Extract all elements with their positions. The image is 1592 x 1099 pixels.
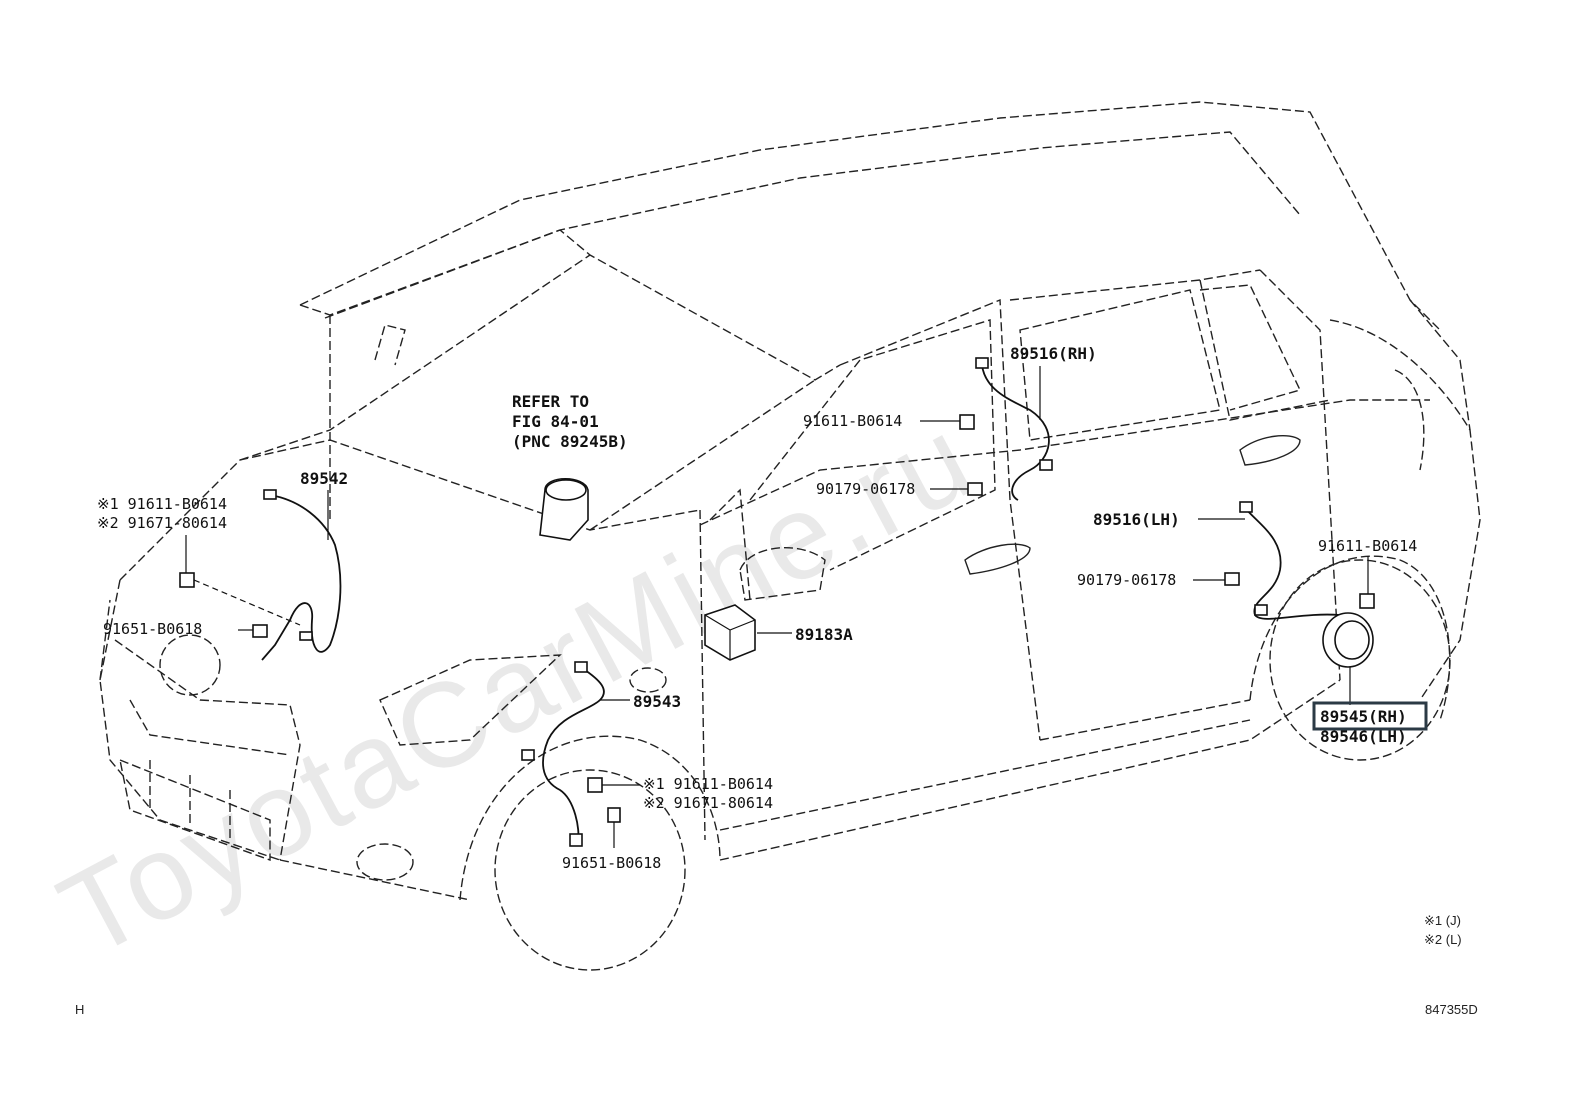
footer-left: H	[75, 1002, 84, 1017]
label-89516lh: 89516(LH)	[1093, 510, 1180, 529]
label-fr-bolt2: ※2 91671-80614	[643, 794, 773, 812]
label-rl-clamp: 90179-06178	[1077, 571, 1176, 589]
label-rr-bolt: 91611-B0614	[803, 412, 902, 430]
clip-rear-left	[1224, 572, 1375, 609]
clip-rear-right	[959, 414, 983, 496]
refer-line-1: REFER TO	[512, 392, 589, 411]
labels: REFER TO FIG 84-01 (PNC 89245B) 89542 ※1…	[75, 344, 1478, 1017]
sensor-wire-89516-rh	[975, 357, 1053, 501]
note-2: ※2 (L)	[1424, 932, 1462, 947]
sensor-wire-89542	[261, 489, 342, 661]
watermark: ToyotaCarMine.ru	[39, 390, 995, 983]
label-fl-bolt1: ※1 91611-B0614	[97, 495, 227, 513]
steering-angle-sensor	[539, 478, 589, 541]
sensor-rotor	[1322, 612, 1374, 668]
highlight-box	[1312, 701, 1428, 731]
label-fr-bolt1: ※1 91611-B0614	[643, 775, 773, 793]
label-rr-clamp: 90179-06178	[816, 480, 915, 498]
label-89546lh: 89546(LH)	[1320, 727, 1407, 746]
label-89545rh: 89545(RH)	[1320, 707, 1407, 726]
refer-line-2: FIG 84-01	[512, 412, 599, 431]
label-fl-bolt2: ※2 91671-80614	[97, 514, 227, 532]
label-fr-bolt3: 91651-B0618	[562, 854, 661, 872]
car-outline	[99, 101, 1481, 971]
label-89516rh: 89516(RH)	[1010, 344, 1097, 363]
note-1: ※1 (J)	[1424, 913, 1461, 928]
bolt-front-left	[179, 572, 268, 638]
footer-code: 847355D	[1425, 1002, 1478, 1017]
label-fl-bolt3: 91651-B0618	[103, 620, 202, 638]
label-89543: 89543	[633, 692, 681, 711]
label-89542: 89542	[300, 469, 348, 488]
refer-line-3: (PNC 89245B)	[512, 432, 628, 451]
sensor-wire-89516-lh	[1239, 501, 1341, 620]
label-89183A: 89183A	[795, 625, 853, 644]
sensor-wire-89543	[521, 661, 605, 847]
abs-actuator	[704, 604, 756, 661]
label-rl-bolt: 91611-B0614	[1318, 537, 1417, 555]
